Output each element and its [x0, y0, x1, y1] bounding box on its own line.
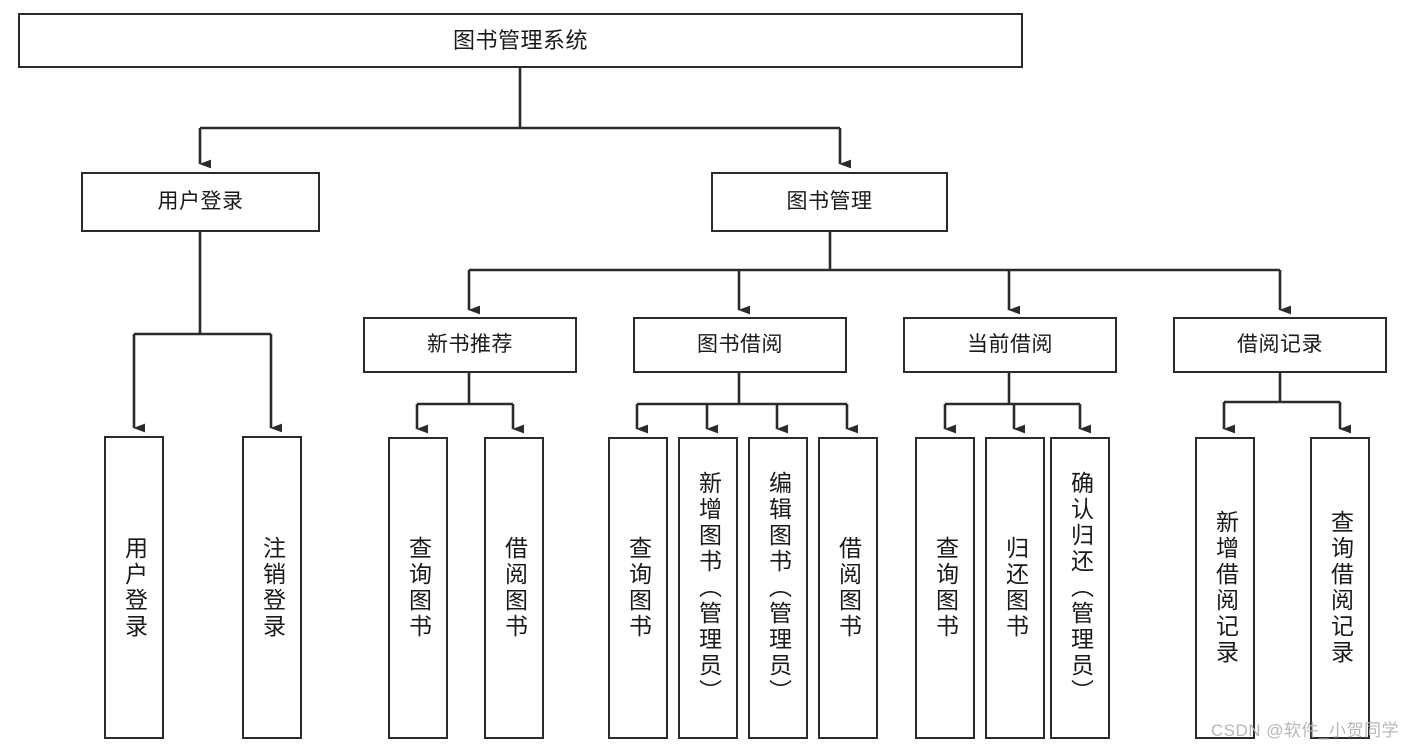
leaf-current-borrow-confirm-return-admin-label: 确认归还（管理员） — [1067, 471, 1094, 705]
csdn-watermark: CSDN @软件_小贺同学 — [1210, 721, 1399, 740]
leaf-user-login-logout[interactable]: 注销登录 — [242, 436, 302, 739]
leaf-current-borrow-query-book[interactable]: 查询图书 — [915, 437, 975, 739]
node-new-book-recommend-label: 新书推荐 — [427, 332, 513, 356]
leaf-book-borrow-edit-book-admin[interactable]: 编辑图书（管理员） — [748, 437, 808, 739]
node-new-book-recommend[interactable]: 新书推荐 — [363, 317, 577, 373]
node-borrow-record-label: 借阅记录 — [1237, 332, 1323, 356]
leaf-new-book-borrow-book-label: 借阅图书 — [501, 536, 528, 640]
node-user-login-label: 用户登录 — [157, 189, 244, 213]
leaf-borrow-record-query-record[interactable]: 查询借阅记录 — [1310, 437, 1370, 739]
leaf-current-borrow-query-book-label: 查询图书 — [932, 536, 959, 640]
node-book-management-label: 图书管理 — [786, 189, 873, 213]
node-user-login[interactable]: 用户登录 — [81, 172, 320, 232]
node-current-borrow[interactable]: 当前借阅 — [903, 317, 1117, 373]
leaf-book-borrow-borrow-book[interactable]: 借阅图书 — [818, 437, 878, 739]
leaf-new-book-borrow-book[interactable]: 借阅图书 — [484, 437, 544, 739]
node-book-management[interactable]: 图书管理 — [711, 172, 948, 232]
leaf-book-borrow-query-book[interactable]: 查询图书 — [608, 437, 668, 739]
leaf-current-borrow-confirm-return-admin[interactable]: 确认归还（管理员） — [1050, 437, 1110, 739]
leaf-book-borrow-edit-book-admin-label: 编辑图书（管理员） — [765, 471, 792, 705]
node-root-label: 图书管理系统 — [452, 27, 588, 53]
node-borrow-record[interactable]: 借阅记录 — [1173, 317, 1387, 373]
node-current-borrow-label: 当前借阅 — [967, 332, 1053, 356]
leaf-new-book-query-book-label: 查询图书 — [405, 536, 432, 640]
leaf-borrow-record-add-record[interactable]: 新增借阅记录 — [1195, 437, 1255, 739]
leaf-book-borrow-query-book-label: 查询图书 — [625, 536, 652, 640]
leaf-user-login-login[interactable]: 用户登录 — [104, 436, 164, 739]
node-root-book-management-system[interactable]: 图书管理系统 — [18, 13, 1023, 68]
leaf-user-login-logout-label: 注销登录 — [259, 535, 286, 640]
node-book-borrow-label: 图书借阅 — [697, 332, 783, 356]
leaf-borrow-record-query-record-label: 查询借阅记录 — [1327, 510, 1354, 666]
leaf-book-borrow-add-book-admin[interactable]: 新增图书（管理员） — [678, 437, 738, 739]
leaf-new-book-query-book[interactable]: 查询图书 — [388, 437, 448, 739]
node-book-borrow[interactable]: 图书借阅 — [633, 317, 847, 373]
leaf-book-borrow-add-book-admin-label: 新增图书（管理员） — [695, 471, 722, 705]
leaf-book-borrow-borrow-book-label: 借阅图书 — [835, 536, 862, 640]
leaf-borrow-record-add-record-label: 新增借阅记录 — [1212, 510, 1239, 666]
leaf-user-login-login-label: 用户登录 — [121, 535, 148, 640]
leaf-current-borrow-return-book-label: 归还图书 — [1002, 536, 1029, 640]
leaf-current-borrow-return-book[interactable]: 归还图书 — [985, 437, 1045, 739]
